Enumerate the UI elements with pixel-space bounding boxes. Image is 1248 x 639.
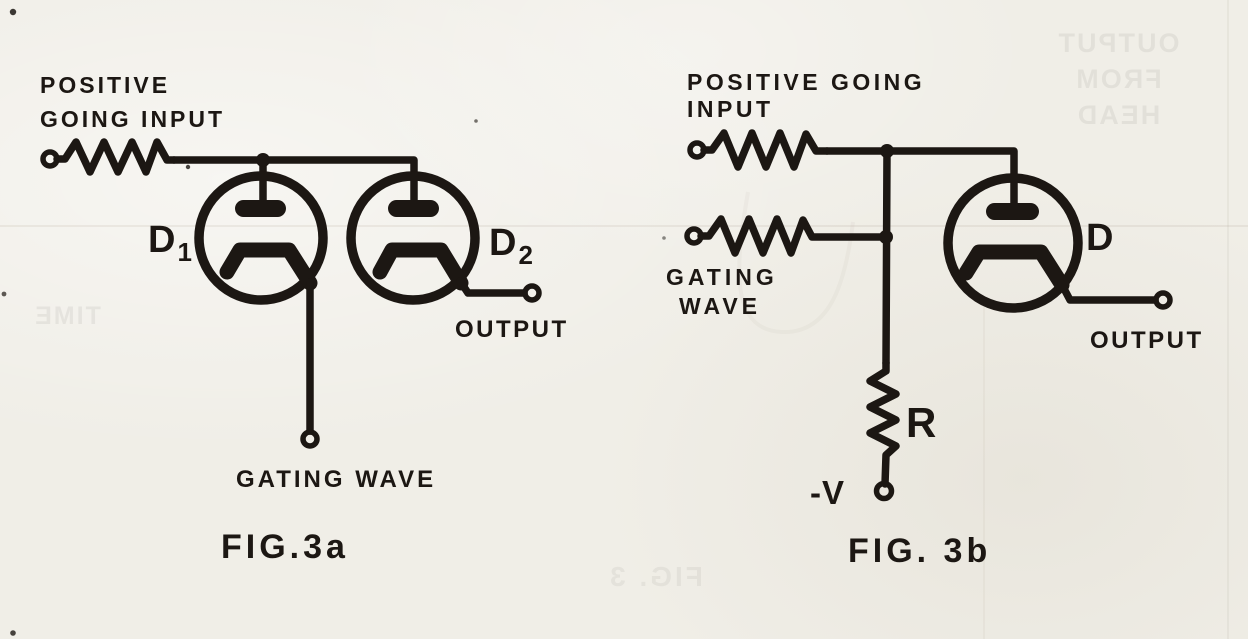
fig3a-gating-label: GATING WAVE bbox=[236, 466, 436, 493]
speck bbox=[10, 630, 16, 636]
fig3b-gating-label-line1: GATING bbox=[666, 264, 778, 290]
d2-anode-plate bbox=[388, 200, 439, 217]
d-cathode bbox=[958, 244, 1070, 293]
speck bbox=[1, 291, 7, 297]
speck bbox=[662, 236, 666, 240]
fig3b-junction-dot-top bbox=[880, 144, 894, 158]
fig3b-caption: FIG. 3b bbox=[848, 532, 991, 570]
d-label: D bbox=[1086, 217, 1113, 259]
ghost-text-from: FROM bbox=[1074, 64, 1161, 94]
fig3a-input-label-line1: POSITIVE bbox=[40, 72, 170, 98]
fig3b-bias-terminal bbox=[873, 480, 895, 502]
speck bbox=[9, 8, 17, 16]
ghost-curve bbox=[737, 191, 855, 335]
d1-envelope bbox=[194, 171, 328, 305]
fig3a-top-wire bbox=[170, 156, 418, 206]
fig3a-output-terminal bbox=[522, 283, 542, 303]
fig3a-gating-terminal bbox=[300, 429, 320, 449]
fig3b-input-resistor bbox=[700, 129, 831, 171]
d2-cathode bbox=[372, 242, 469, 291]
speck bbox=[474, 119, 478, 123]
fig3b-input-label-line1: POSITIVE GOING bbox=[687, 69, 925, 95]
d2-label: D2 bbox=[489, 222, 533, 270]
fig3b-main-vertical-wire bbox=[882, 147, 891, 367]
d-envelope bbox=[943, 173, 1083, 313]
ghost-text-output: OUTPUT bbox=[1057, 28, 1180, 58]
d1-cathode bbox=[219, 242, 318, 291]
fig3b-resistor-label: R bbox=[906, 399, 936, 446]
fig3a-output-wire bbox=[456, 277, 528, 297]
fig3a-input-resistor bbox=[53, 138, 178, 176]
d1-label: D1 bbox=[148, 219, 192, 267]
fig3b-output-label: OUTPUT bbox=[1090, 327, 1204, 354]
d-anode-plate bbox=[986, 203, 1039, 220]
scan-specks bbox=[1, 8, 666, 636]
fig3b-junction-dot-mid bbox=[879, 230, 893, 244]
fig3b-output-terminal bbox=[1153, 290, 1173, 310]
fig3a-output-label: OUTPUT bbox=[455, 316, 569, 343]
diode-tube-d bbox=[943, 173, 1083, 313]
ghost-text-head: HEAD bbox=[1076, 100, 1161, 130]
fig3a-caption: FIG.3a bbox=[221, 528, 349, 566]
fig3a-junction-dot bbox=[256, 153, 270, 167]
d2-envelope bbox=[346, 171, 480, 305]
diode-tube-d2 bbox=[346, 171, 480, 305]
fig3a-input-label-line2: GOING INPUT bbox=[40, 106, 225, 132]
fig3b-bias-label: -V bbox=[810, 474, 845, 511]
fig3b-gating-resistor bbox=[697, 215, 890, 257]
ghost-text-fig3: FIG. 3 bbox=[607, 561, 703, 592]
diode-tube-d1 bbox=[194, 171, 328, 305]
d1-anode-plate bbox=[235, 200, 286, 217]
figure-3b: POSITIVE GOING INPUT GATING WAVE D OUTPU… bbox=[666, 69, 1204, 570]
bleedthrough-artifacts: OUTPUT FROM HEAD TIME FIG. 3 bbox=[33, 28, 1179, 592]
figure-3a: POSITIVE GOING INPUT D1 bbox=[40, 72, 569, 566]
fig3b-output-wire bbox=[1057, 279, 1159, 304]
fig3b-top-wire bbox=[823, 147, 1018, 210]
fig3b-gating-label-line2: WAVE bbox=[679, 293, 761, 319]
fig3b-bias-resistor bbox=[866, 359, 900, 488]
fig3b-input-label-line2: INPUT bbox=[687, 96, 774, 122]
speck bbox=[185, 164, 191, 170]
ghost-text-time: TIME bbox=[33, 302, 101, 330]
